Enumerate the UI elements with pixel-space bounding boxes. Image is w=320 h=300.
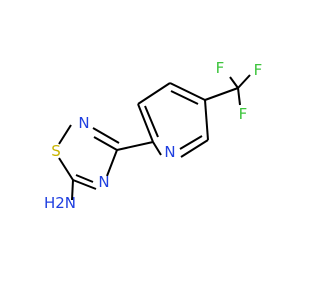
bond-c5-cf3 [204,87,239,101]
bond-s-c5 [58,157,74,181]
sulfur-atom: S [51,142,61,160]
bond-n4-c5-a [72,179,97,190]
thiadiazole-nitrogen-bottom: N [98,173,109,191]
bond-c5-nh2 [71,179,74,201]
bonds [58,74,251,201]
bond-c5-c4-a [169,82,206,101]
bond-c2-n1 [152,141,162,156]
bond-c3-n4 [106,149,118,177]
bond-c4-c3 [137,82,171,105]
bond-c6-c5 [204,99,209,141]
bond-c3-c2-a [137,103,154,143]
bond-c3-c2-b [144,105,159,138]
bond-n1-c6-a [180,139,209,158]
bond-cf3-f-top [229,76,239,89]
bond-cf3-f-right [237,87,241,106]
thiadiazole-nitrogen-top: N [78,114,89,132]
bond-n4-c5-b [75,174,94,183]
bond-n1-c6-b [179,135,203,150]
atom-labels: S N N N H2N F F F [44,59,262,212]
fluorine-bottom: F [239,105,248,123]
fluorine-top: F [216,59,225,77]
bond-s-n2 [58,124,72,145]
amine-group: H2N [44,194,76,212]
molecule-canvas: S N N N H2N F F F [43,59,263,212]
bond-n2-c3-b [92,127,120,144]
fluorine-right: F [254,61,263,79]
pyridine-nitrogen: N [164,143,175,161]
bond-c5-c4-b [170,90,199,105]
bond-c3-c2py [116,141,154,151]
structure-drawing: S N N N H2N F F F [44,59,262,212]
bond-n2-c3-a [93,136,118,151]
bond-cf3-f-left [237,74,251,89]
